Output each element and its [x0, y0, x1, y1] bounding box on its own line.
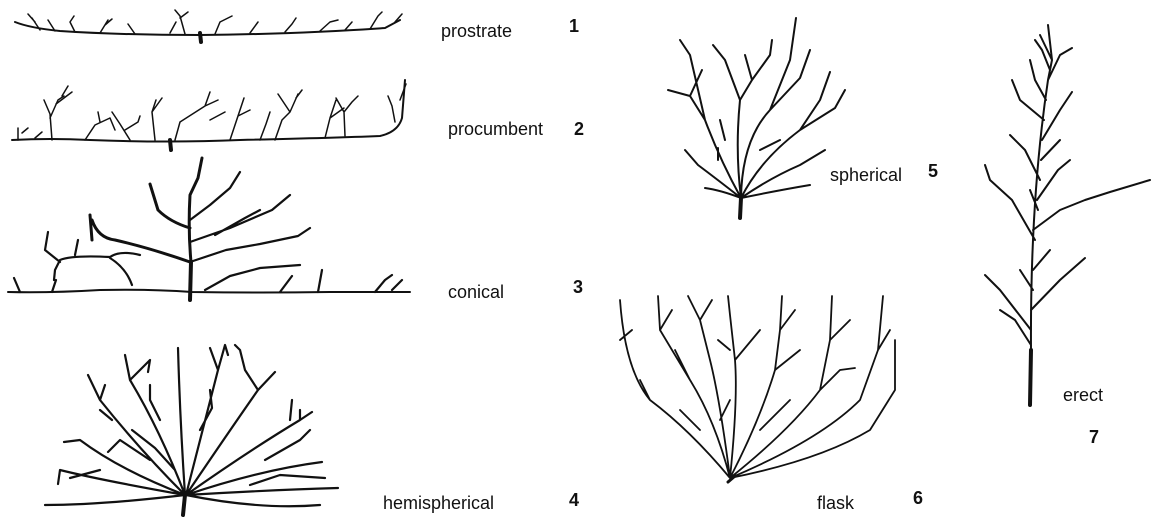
- number-4: 4: [569, 491, 579, 509]
- plant-hemispherical: [45, 345, 338, 515]
- plant-erect: [985, 25, 1150, 405]
- label-hemispherical: hemispherical: [383, 494, 494, 512]
- plant-prostrate: [15, 10, 402, 42]
- plant-procumbent: [12, 80, 406, 150]
- label-procumbent: procumbent: [448, 120, 543, 138]
- label-conical: conical: [448, 283, 504, 301]
- plant-flask: [620, 296, 895, 482]
- number-3: 3: [573, 278, 583, 296]
- number-5: 5: [928, 162, 938, 180]
- plant-spherical: [668, 18, 845, 218]
- label-flask: flask: [817, 494, 854, 512]
- number-1: 1: [569, 17, 579, 35]
- label-spherical: spherical: [830, 166, 902, 184]
- number-6: 6: [913, 489, 923, 507]
- number-7: 7: [1089, 428, 1099, 446]
- label-prostrate: prostrate: [441, 22, 512, 40]
- plant-conical: [8, 158, 410, 300]
- number-2: 2: [574, 120, 584, 138]
- label-erect: erect: [1063, 386, 1103, 404]
